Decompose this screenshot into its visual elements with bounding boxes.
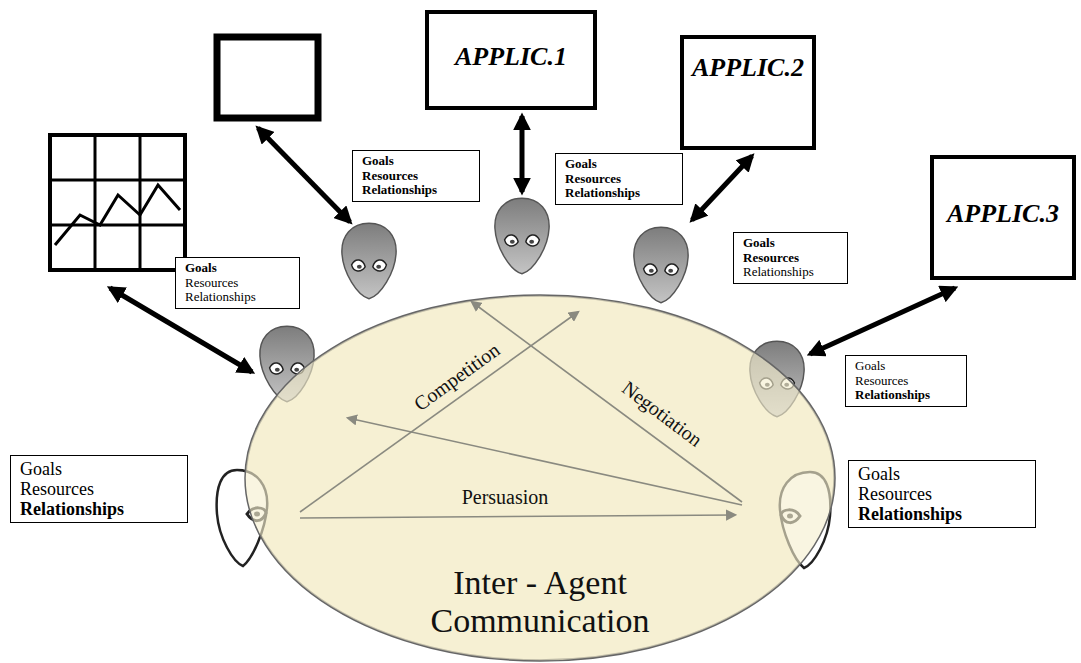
illustration-part <box>810 288 955 354</box>
window-icon <box>217 37 318 118</box>
application-box: APPLIC.2 <box>680 35 816 150</box>
info-item: Goals <box>743 236 838 251</box>
info-box: GoalsResourcesRelationships <box>352 150 480 202</box>
illustration-part <box>55 185 180 245</box>
illustration-part <box>50 179 185 182</box>
info-box: GoalsResourcesRelationships <box>555 153 683 205</box>
application-box: APPLIC.1 <box>425 10 597 110</box>
info-item: Goals <box>855 359 957 374</box>
info-item: Resources <box>20 479 178 499</box>
info-item: Goals <box>362 154 470 169</box>
app-label: APPLIC.1 <box>429 42 593 72</box>
app-label: APPLIC.2 <box>684 53 812 83</box>
info-item: Resources <box>858 484 1026 504</box>
app-label: APPLIC.3 <box>934 199 1072 229</box>
ellipse-tint <box>245 295 835 661</box>
info-item: Relationships <box>743 265 838 280</box>
info-item: Relationships <box>858 504 1026 524</box>
info-item: Relationships <box>20 499 178 519</box>
info-item: Resources <box>743 251 838 266</box>
info-item: Resources <box>855 374 957 389</box>
illustration-part <box>300 312 578 512</box>
ellipse-outline <box>246 296 834 660</box>
illustration-part <box>634 227 688 302</box>
info-item: Resources <box>185 276 290 291</box>
illustration-part <box>520 116 525 192</box>
chart-icon <box>50 135 185 270</box>
info-item: Goals <box>20 459 178 479</box>
illustration-part <box>300 515 735 518</box>
application-box: APPLIC.3 <box>930 155 1076 280</box>
ellipse-title: Inter - Agent Communication <box>415 564 665 639</box>
illustration-part <box>692 156 752 220</box>
illustration-part <box>472 302 742 502</box>
communication-ellipse: Inter - Agent Communication <box>245 295 835 661</box>
illustration-part <box>139 135 142 270</box>
info-item: Relationships <box>855 388 957 403</box>
info-box: GoalsResourcesRelationships <box>848 460 1036 528</box>
info-box: GoalsResourcesRelationships <box>845 355 967 407</box>
info-item: Goals <box>185 261 290 276</box>
info-item: Goals <box>858 464 1026 484</box>
info-item: Relationships <box>565 186 673 201</box>
illustration-part <box>94 135 97 270</box>
interaction-arrows <box>300 302 742 518</box>
info-item: Relationships <box>185 290 290 305</box>
info-box: GoalsResourcesRelationships <box>733 232 848 284</box>
info-item: Relationships <box>362 183 470 198</box>
info-box: GoalsResourcesRelationships <box>175 257 300 309</box>
arrow-label: Persuasion <box>462 486 549 509</box>
illustration-part <box>495 198 549 273</box>
info-item: Goals <box>565 157 673 172</box>
illustration-part <box>342 223 396 298</box>
info-item: Resources <box>362 169 470 184</box>
illustration-part <box>258 128 350 222</box>
info-box: GoalsResourcesRelationships <box>10 455 188 523</box>
info-item: Resources <box>565 172 673 187</box>
illustration-part <box>50 135 185 270</box>
